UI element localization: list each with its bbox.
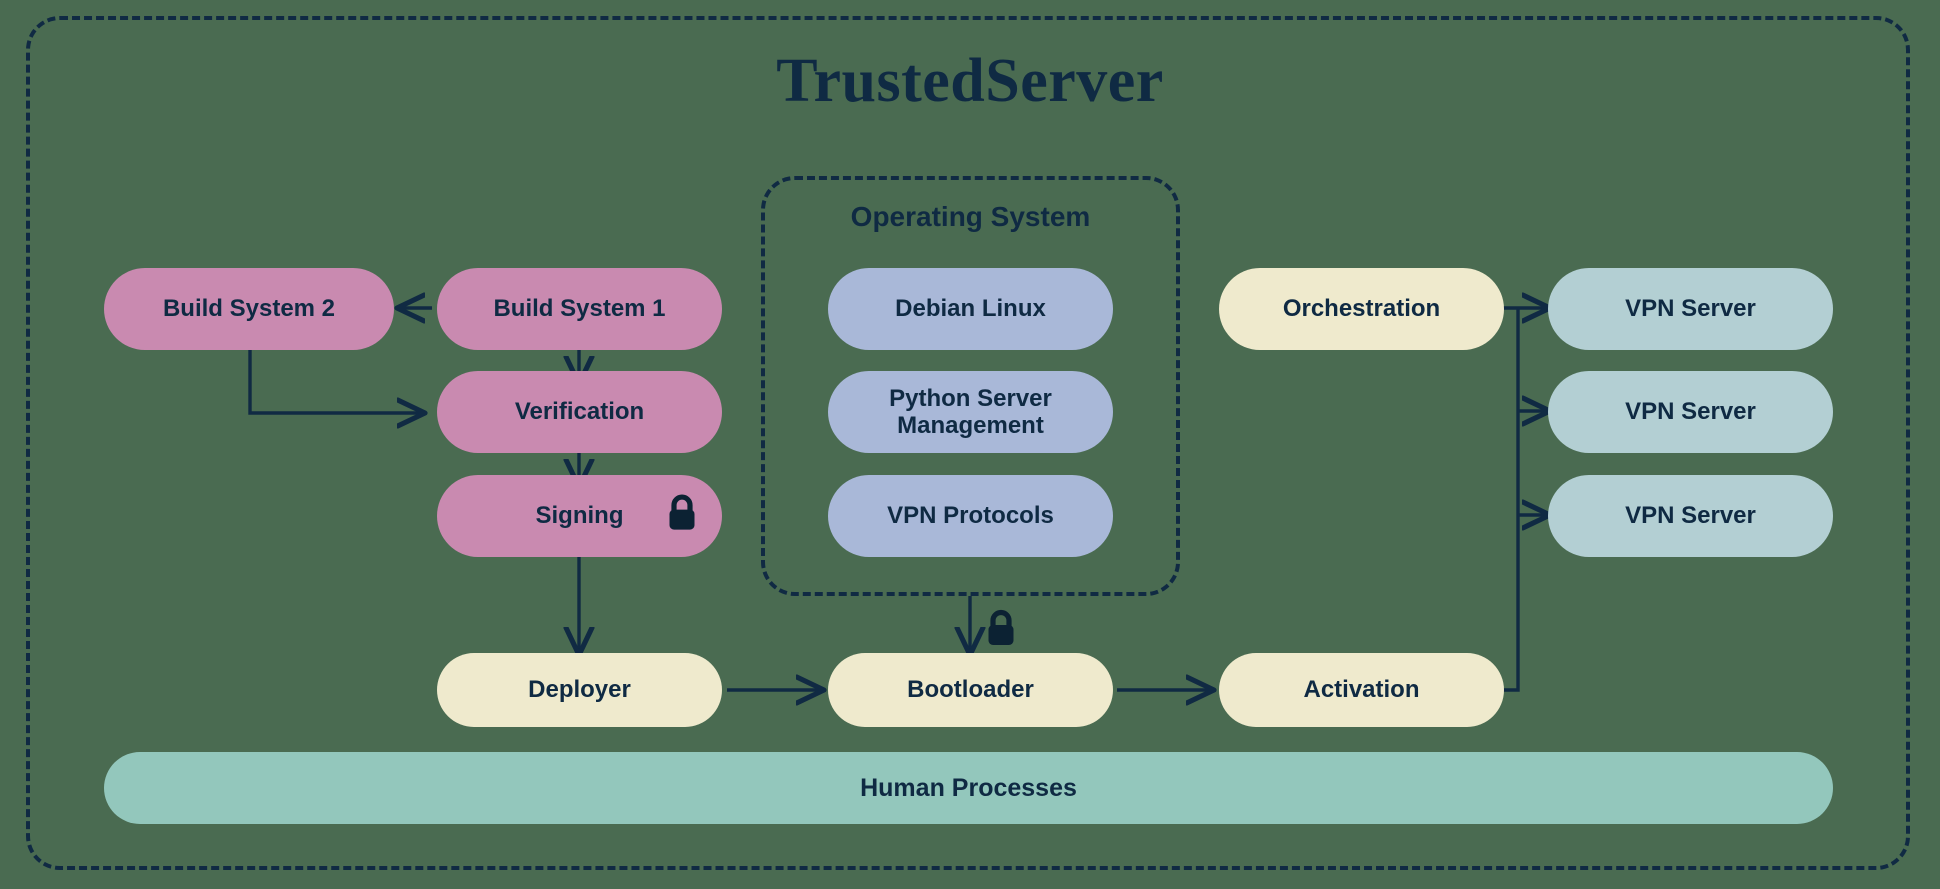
node-build-system-1[interactable]: Build System 1 bbox=[437, 268, 722, 350]
node-label: VPN Protocols bbox=[887, 502, 1054, 530]
node-bootloader[interactable]: Bootloader bbox=[828, 653, 1113, 727]
lock-icon bbox=[983, 608, 1019, 653]
node-label: Orchestration bbox=[1282, 295, 1441, 323]
node-label: Bootloader bbox=[907, 676, 1034, 704]
node-label: Deployer bbox=[528, 676, 631, 704]
node-vpn-server-1[interactable]: VPN Server bbox=[1548, 268, 1833, 350]
node-label: VPN Server bbox=[1625, 502, 1756, 530]
node-orchestration[interactable]: Orchestration bbox=[1219, 268, 1504, 350]
node-label: Debian Linux bbox=[895, 295, 1046, 323]
trustedserver-boundary bbox=[26, 16, 1910, 870]
node-label: Verification bbox=[514, 398, 645, 426]
node-build-system-2[interactable]: Build System 2 bbox=[104, 268, 394, 350]
operating-system-group bbox=[761, 176, 1180, 596]
node-vpn-protocols[interactable]: VPN Protocols bbox=[828, 475, 1113, 557]
node-vpn-server-2[interactable]: VPN Server bbox=[1548, 371, 1833, 453]
node-verification[interactable]: Verification bbox=[437, 371, 722, 453]
node-deployer[interactable]: Deployer bbox=[437, 653, 722, 727]
node-python-server-management[interactable]: Python Server Management bbox=[828, 371, 1113, 453]
lock-icon bbox=[664, 493, 700, 540]
operating-system-group-label: Operating System bbox=[850, 201, 1091, 232]
node-label: VPN Server bbox=[1625, 295, 1756, 323]
node-signing[interactable]: Signing bbox=[437, 475, 722, 557]
node-label: Build System 2 bbox=[162, 295, 336, 323]
node-human-processes[interactable]: Human Processes bbox=[104, 752, 1833, 824]
page-title: TrustedServer bbox=[776, 47, 1164, 115]
node-debian-linux[interactable]: Debian Linux bbox=[828, 268, 1113, 350]
node-label: Human Processes bbox=[860, 773, 1077, 802]
node-label: VPN Server bbox=[1625, 398, 1756, 426]
node-label: Signing bbox=[535, 502, 624, 530]
node-label: Activation bbox=[1303, 676, 1420, 704]
node-label: Build System 1 bbox=[493, 295, 666, 323]
node-vpn-server-3[interactable]: VPN Server bbox=[1548, 475, 1833, 557]
node-activation[interactable]: Activation bbox=[1219, 653, 1504, 727]
node-label: Python Server Management bbox=[889, 384, 1052, 439]
